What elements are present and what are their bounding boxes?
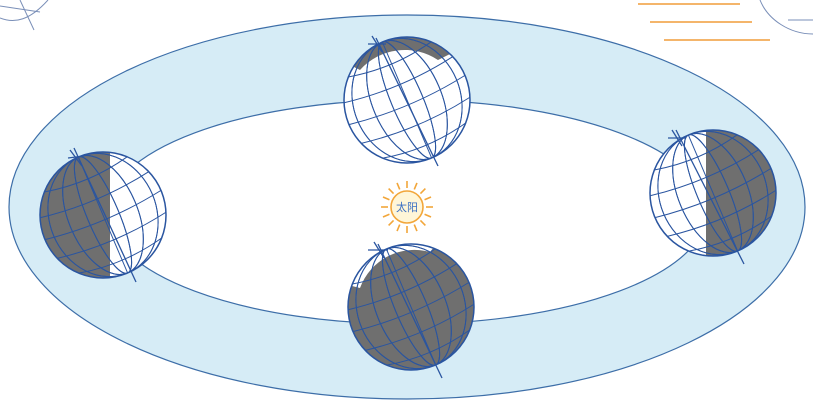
corner-decoration-topleft xyxy=(0,0,49,31)
sun: 太阳 xyxy=(381,181,433,233)
globe-right xyxy=(649,129,777,265)
globe-icon xyxy=(368,35,439,167)
globe-left xyxy=(39,147,167,283)
globe-icon xyxy=(368,241,443,379)
globe-icon xyxy=(668,129,745,265)
sun-label: 太阳 xyxy=(396,201,418,214)
corner-decoration-topright xyxy=(638,0,813,41)
globe-bottom xyxy=(347,241,475,379)
globe-top xyxy=(343,35,471,167)
globe-icon xyxy=(67,147,137,283)
